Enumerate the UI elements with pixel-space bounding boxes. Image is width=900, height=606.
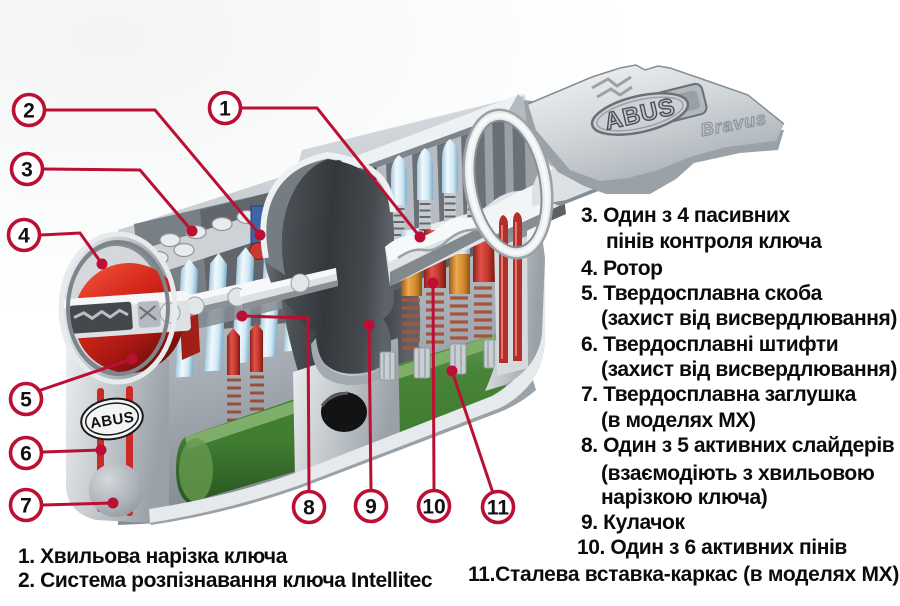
svg-text:4: 4 xyxy=(18,225,30,248)
svg-text:5: 5 xyxy=(20,389,32,412)
svg-text:3: 3 xyxy=(21,159,33,182)
svg-text:8: 8 xyxy=(303,497,315,520)
svg-text:11: 11 xyxy=(487,497,510,520)
svg-text:9: 9 xyxy=(365,496,377,519)
svg-text:1: 1 xyxy=(219,98,231,121)
svg-text:7: 7 xyxy=(20,495,32,518)
svg-text:ABUS: ABUS xyxy=(89,409,136,433)
svg-text:10: 10 xyxy=(422,496,445,519)
svg-text:6: 6 xyxy=(20,443,32,466)
svg-text:2: 2 xyxy=(23,100,35,123)
